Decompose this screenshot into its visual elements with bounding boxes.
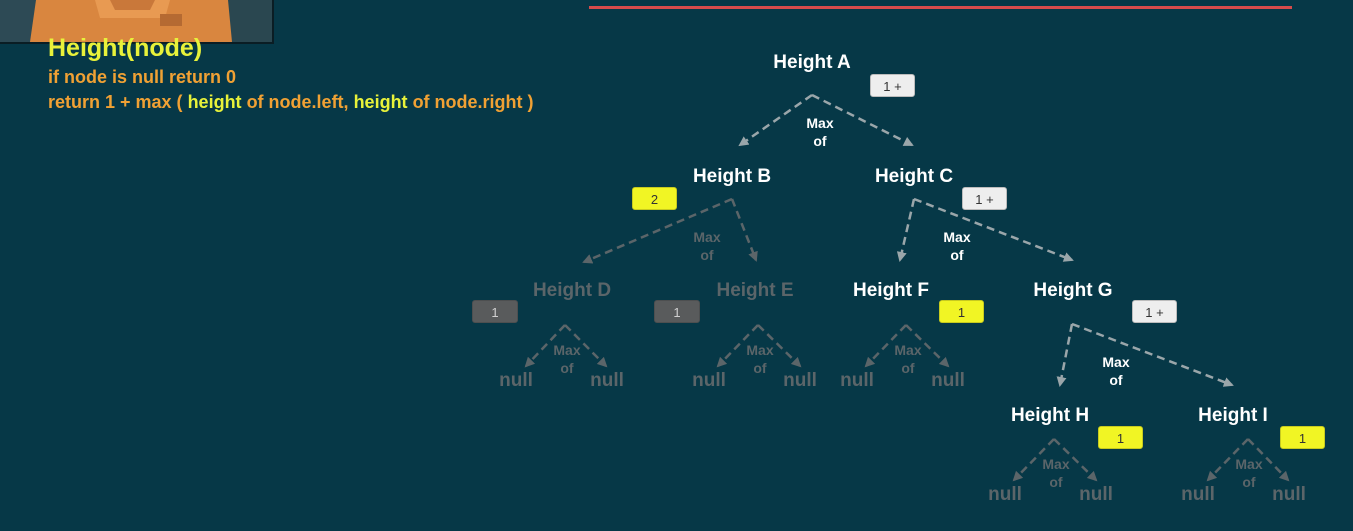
- edge-b-d: [582, 197, 733, 264]
- edge-h-null-left: [1012, 438, 1055, 482]
- of-text: of: [1109, 372, 1123, 388]
- edge-i-null-right: [1247, 438, 1290, 482]
- edge-e-null-right: [757, 324, 802, 368]
- presenter-video-thumbnail: [0, 0, 274, 44]
- edge-a-b: [738, 93, 813, 147]
- max-text: Max: [943, 229, 971, 245]
- max-text: Max: [806, 115, 834, 131]
- null-leaf: null: [499, 370, 533, 391]
- node-h-badge: 1: [1098, 426, 1143, 449]
- node-b-badge: 2: [632, 187, 677, 210]
- max-text: Max: [746, 342, 774, 358]
- null-leaf: null: [1181, 484, 1215, 505]
- node-f-max-of: Max of: [894, 341, 921, 377]
- node-c-badge: 1 +: [962, 187, 1007, 210]
- edge-i-null-left: [1206, 438, 1249, 482]
- node-i-max-of: Max of: [1235, 455, 1262, 491]
- top-divider: [589, 6, 1292, 9]
- edge-c-f: [896, 198, 916, 262]
- null-leaf: null: [840, 370, 874, 391]
- node-a-label: Height A: [773, 52, 851, 73]
- code-title: Height(node): [48, 34, 203, 62]
- presenter-image: [0, 0, 272, 42]
- max-text: Max: [1102, 354, 1130, 370]
- edge-a-c: [811, 93, 914, 147]
- code-text: of node.right ): [407, 92, 534, 112]
- of-text: of: [560, 360, 574, 376]
- node-g-badge: 1 +: [1132, 300, 1177, 323]
- node-e-badge: 1: [654, 300, 700, 323]
- node-e-max-of: Max of: [746, 341, 773, 377]
- of-text: of: [901, 360, 915, 376]
- node-c-label: Height C: [874, 166, 954, 187]
- edge-d-null-left: [524, 324, 566, 368]
- max-text: Max: [553, 342, 581, 358]
- edge-h-null-right: [1053, 438, 1098, 482]
- code-line-recursive-case: return 1 + max ( height of node.left, he…: [48, 92, 534, 113]
- node-f-badge: 1: [939, 300, 984, 323]
- null-leaf: null: [1079, 484, 1113, 505]
- node-g-label: Height G: [1033, 280, 1113, 301]
- node-i-badge: 1: [1280, 426, 1325, 449]
- code-keyword: height: [187, 92, 242, 112]
- node-d-label: Height D: [532, 280, 612, 301]
- node-e-label: Height E: [716, 280, 794, 301]
- of-text: of: [700, 247, 714, 263]
- max-text: Max: [1235, 456, 1263, 472]
- node-f-label: Height F: [853, 280, 929, 301]
- max-text: Max: [693, 229, 721, 245]
- edge-b-e: [730, 198, 758, 262]
- node-d-badge: 1: [472, 300, 518, 323]
- node-g-max-of: Max of: [1102, 353, 1129, 389]
- edge-c-g: [913, 197, 1074, 262]
- code-text: return 1 + max (: [48, 92, 188, 112]
- node-b-label: Height B: [692, 166, 772, 187]
- code-line-base-case: if node is null return 0: [48, 67, 237, 87]
- null-leaf: null: [590, 370, 624, 391]
- of-text: of: [1049, 474, 1063, 490]
- edge-f-null-right: [905, 324, 950, 368]
- node-i-label: Height I: [1198, 405, 1268, 426]
- of-text: of: [1242, 474, 1256, 490]
- node-h-max-of: Max of: [1042, 455, 1069, 491]
- node-a-max-of: Max of: [806, 114, 833, 150]
- code-keyword: height: [353, 92, 408, 112]
- edge-f-null-left: [864, 324, 907, 368]
- edge-g-h: [1056, 323, 1074, 387]
- null-leaf: null: [1272, 484, 1306, 505]
- node-a-badge: 1 +: [870, 74, 915, 97]
- node-h-label: Height H: [1010, 405, 1090, 426]
- null-leaf: null: [692, 370, 726, 391]
- edge-e-null-left: [716, 324, 759, 368]
- node-c-max-of: Max of: [943, 228, 970, 264]
- of-text: of: [950, 247, 964, 263]
- of-text: of: [813, 133, 827, 149]
- node-b-max-of: Max of: [693, 228, 720, 264]
- node-d-max-of: Max of: [553, 341, 580, 377]
- null-leaf: null: [783, 370, 817, 391]
- null-leaf: null: [988, 484, 1022, 505]
- edge-d-null-right: [564, 324, 608, 368]
- max-text: Max: [894, 342, 922, 358]
- edge-g-i: [1071, 322, 1234, 387]
- null-leaf: null: [931, 370, 965, 391]
- max-text: Max: [1042, 456, 1070, 472]
- code-text: of node.left,: [241, 92, 354, 112]
- of-text: of: [753, 360, 767, 376]
